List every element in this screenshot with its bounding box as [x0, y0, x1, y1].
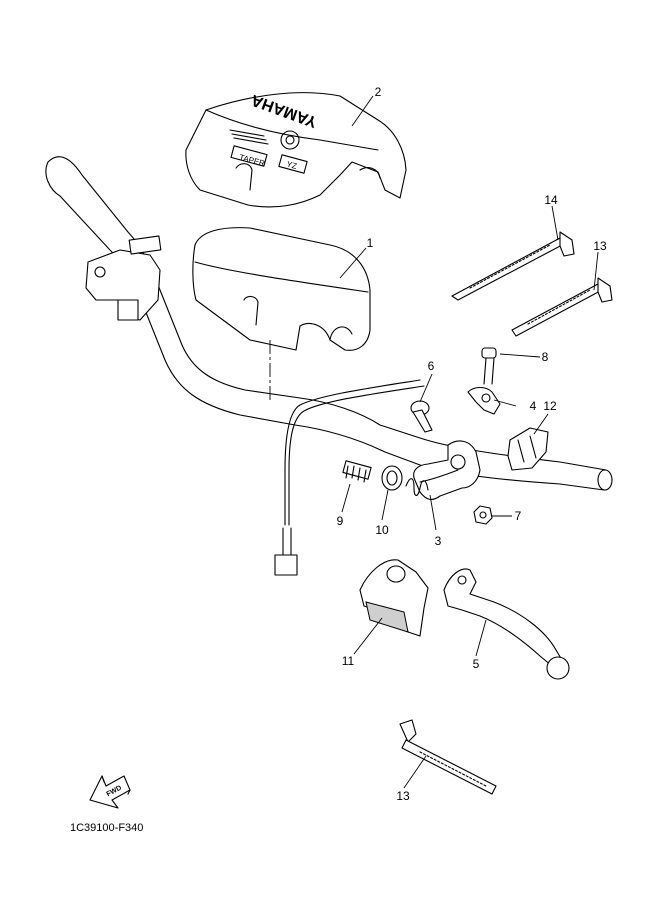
callout-5: 5	[473, 657, 480, 671]
part-3-lever-bracket	[413, 440, 481, 501]
part-12-holder	[507, 427, 549, 471]
callout-4: 4	[530, 399, 537, 413]
callout-2: 2	[375, 85, 382, 99]
fwd-arrow: FWD	[89, 775, 131, 809]
part-9-adjuster-bolt	[342, 460, 372, 483]
part-11-lever-cover	[359, 559, 429, 637]
part-2-pad-cover: YAMAHA TAPER YZ	[185, 91, 407, 208]
leader-lines	[339, 95, 599, 789]
part-5-clutch-lever	[443, 568, 570, 680]
part-1-pad	[192, 227, 371, 400]
callout-13-lower: 13	[396, 789, 410, 803]
callout-8: 8	[542, 350, 549, 364]
callout-9: 9	[337, 514, 344, 528]
callout-12: 12	[543, 399, 557, 413]
part-14-cable-tie	[451, 231, 575, 301]
diagram-code: 1C39100-F340	[70, 822, 143, 834]
part-13-cable-tie-upper	[511, 277, 613, 337]
part-7-nut	[473, 505, 493, 525]
part-13-cable-tie-lower	[399, 719, 497, 795]
callout-14: 14	[544, 193, 558, 207]
callout-13-upper: 13	[593, 239, 607, 253]
part-4-clamp	[467, 386, 501, 415]
callout-6: 6	[428, 359, 435, 373]
part-10-adjuster-nut	[381, 465, 403, 491]
callout-10: 10	[375, 523, 389, 537]
callout-11: 11	[342, 654, 355, 668]
cover-badge-right: YZ	[286, 160, 298, 171]
part-6-switch	[410, 400, 433, 433]
callout-7: 7	[515, 509, 522, 523]
callout-1: 1	[367, 236, 374, 250]
part-8-screw	[481, 347, 497, 385]
switch-wire	[274, 379, 425, 576]
callout-3: 3	[435, 534, 442, 548]
spring	[405, 478, 429, 497]
